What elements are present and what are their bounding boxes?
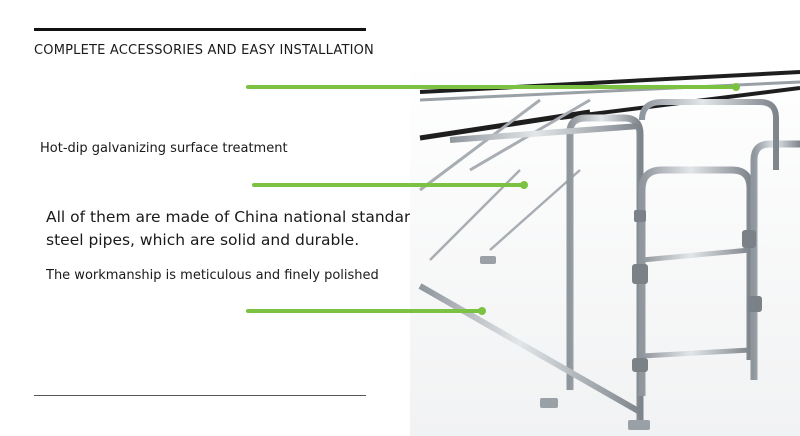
page-heading: COMPLETE ACCESSORIES AND EASY INSTALLATI… [34, 43, 374, 58]
pointer-line-top [246, 83, 740, 91]
feature-steel-pipes: All of them are made of China national s… [46, 208, 420, 249]
pointer-line-middle [252, 181, 528, 189]
galvanized-steel-pig-crate-image [410, 60, 800, 436]
feature-galvanizing: Hot-dip galvanizing surface treatment [40, 141, 288, 156]
top-divider [34, 28, 366, 31]
pointer-line-bottom [246, 307, 486, 315]
bottom-divider [34, 395, 366, 396]
feature-workmanship: The workmanship is meticulous and finely… [46, 268, 379, 283]
